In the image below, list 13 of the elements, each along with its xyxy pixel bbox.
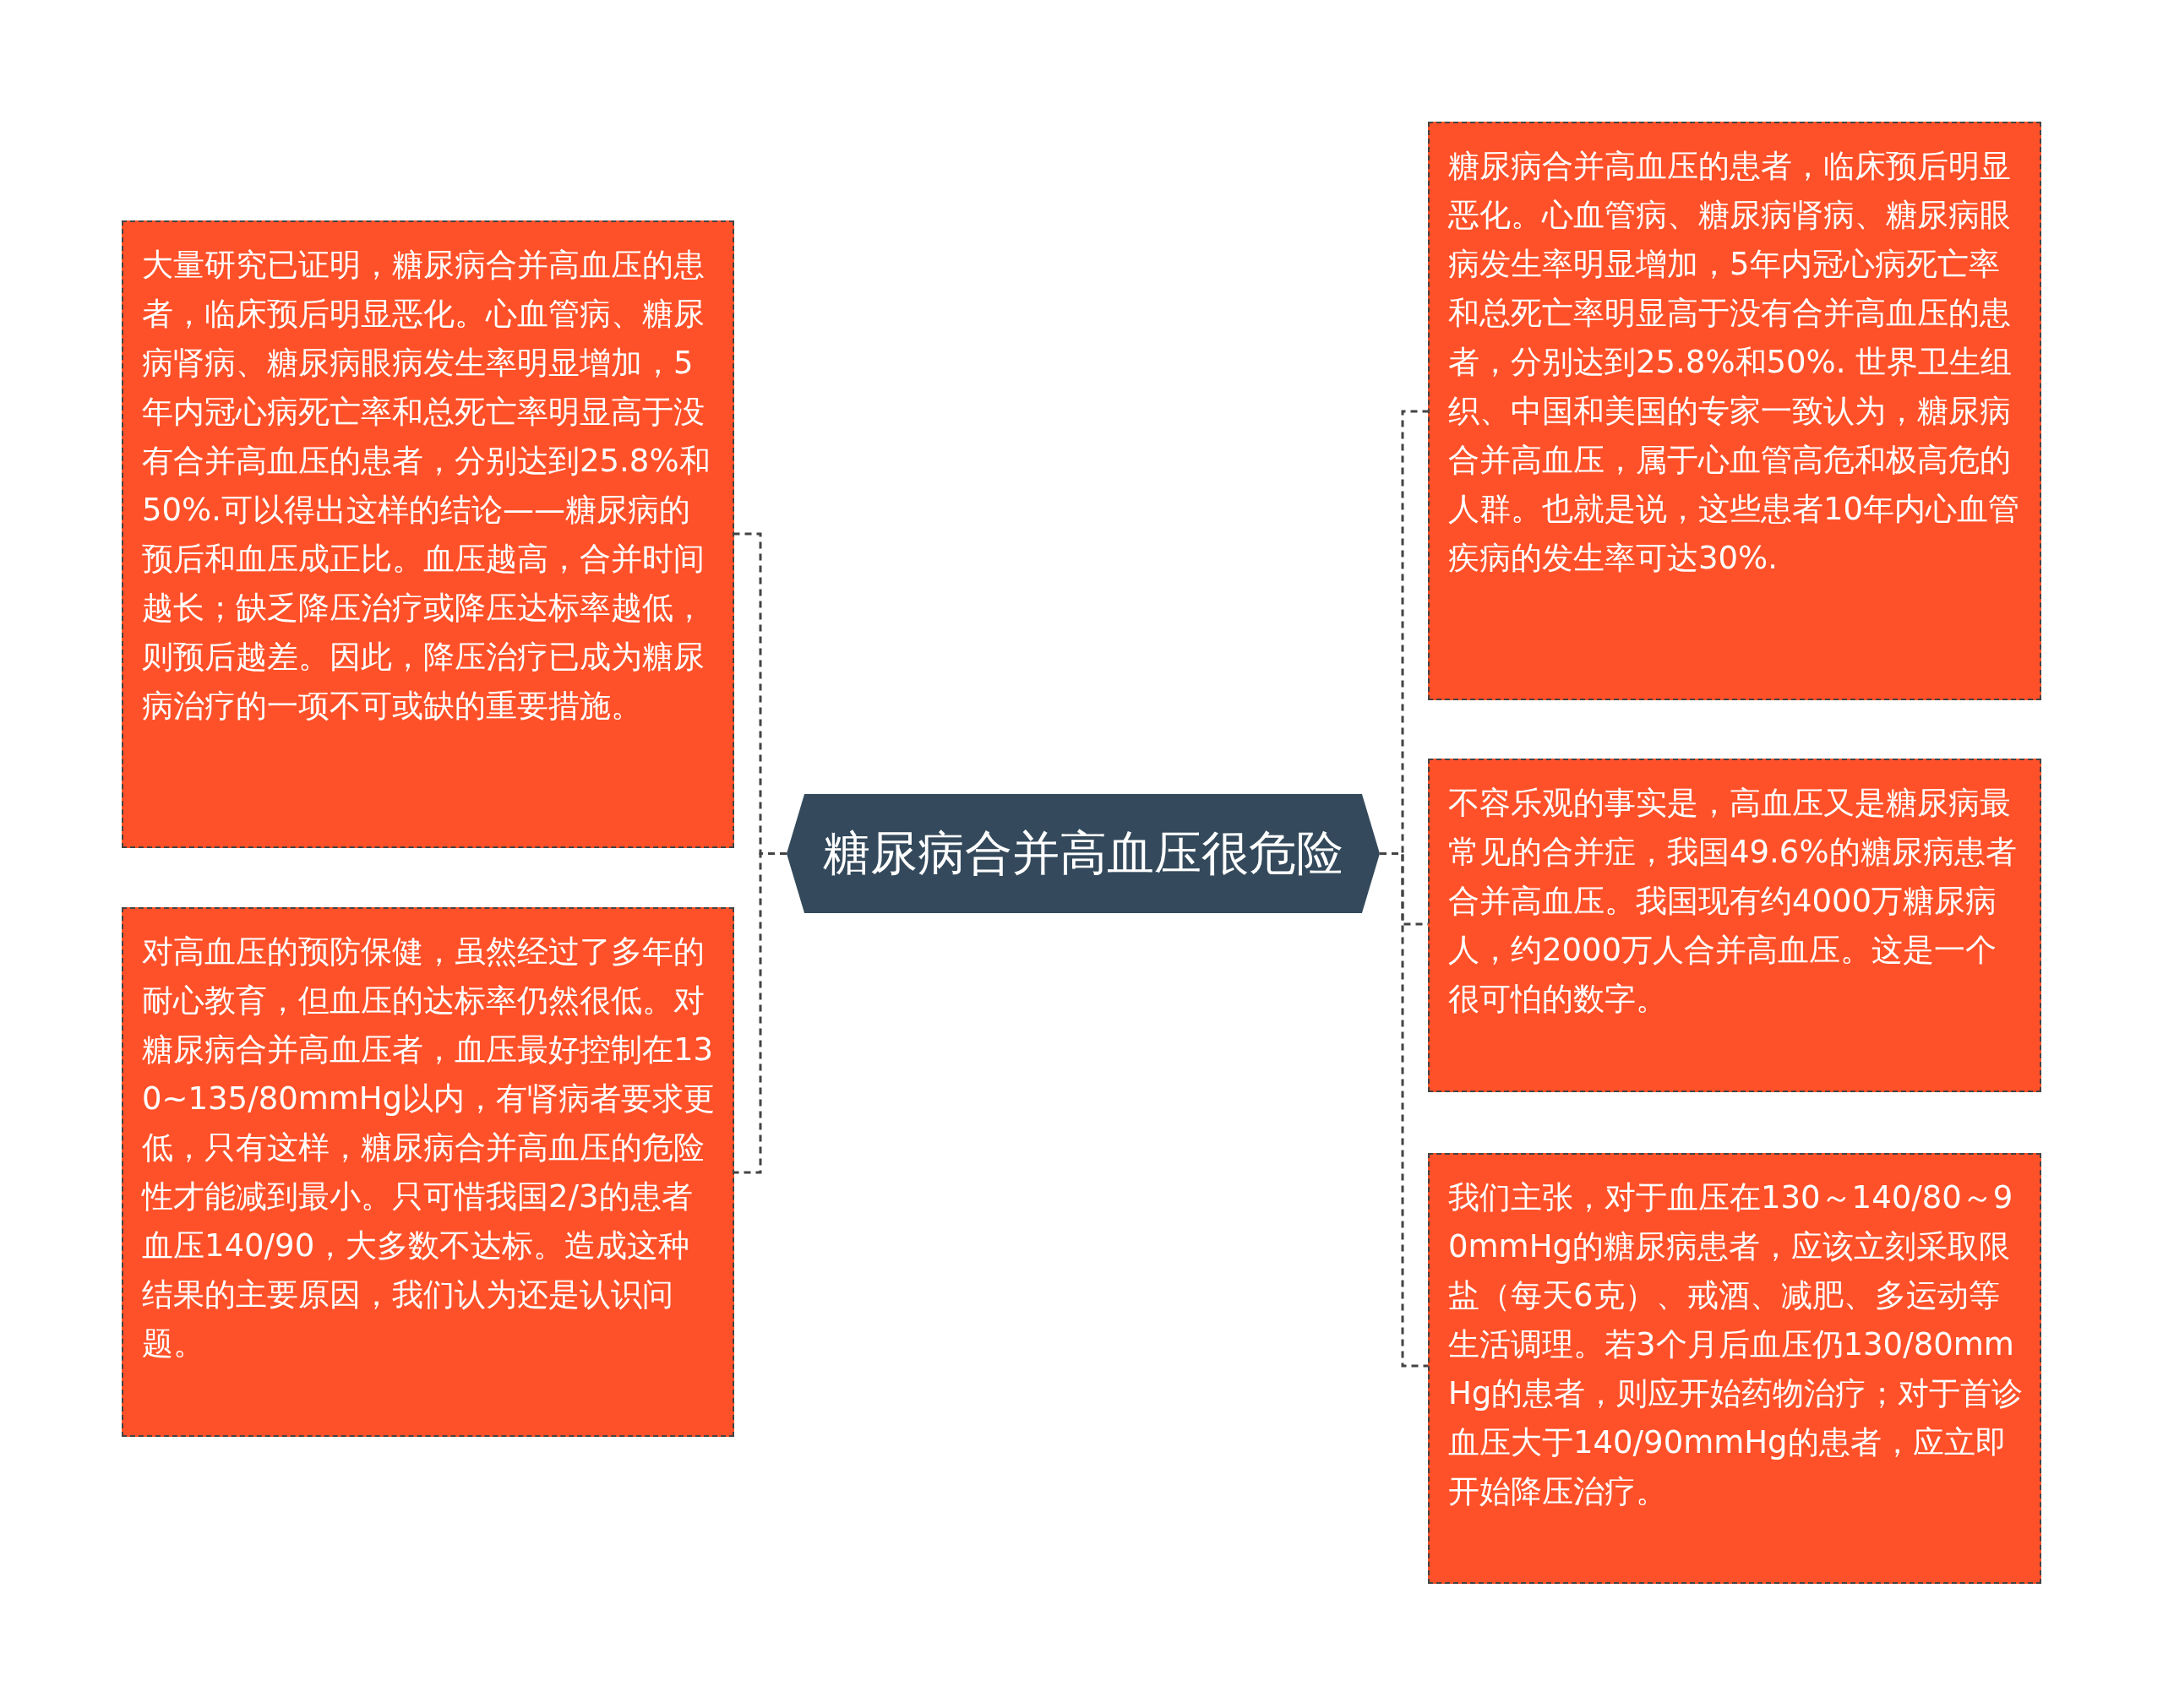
- text-box: [1428, 1153, 2041, 1584]
- box-text: 糖尿病合并高血压很危险: [823, 824, 1343, 882]
- box-text: 糖尿病合并高血压的患者，临床预后明显恶化。心血管病、糖尿病肾病、糖尿病眼病发生率明显增加，5年内冠心病死亡率和总死亡率明显高于没有合并高血压的患者，分别达到25.8%和50%. 世界卫生组织、中国和美国的专家一致认为，糖尿病合并高血压，属于心血管高危和极高危的人群。也就是说，这些患者10年内心血管疾病的发生率可达30%.: [1448, 147, 2021, 578]
- text-box: [122, 907, 734, 1437]
- box-text: 不容乐观的事实是，高血压又是糖尿病最常见的合并症，我国49.6%的糖尿病患者合并高血压。我国现有约4000万糖尿病人，约2000万人合并高血压。这是一个很可怕的数字。: [1448, 784, 2018, 1019]
- connector-line: [734, 852, 787, 1174]
- topic-box: [787, 794, 1380, 913]
- text-box: [122, 220, 734, 848]
- box-text: 我们主张，对于血压在130～140/80～90mmHg的糖尿病患者，应该立刻采取限盐（每天6克）、戒酒、减肥、多运动等生活调理。若3个月后血压仍130/80mmHg的患者，则应开始药物治疗；对于首诊血压大于140/90mmHg的患者，应立即开始降压治疗。: [1448, 1178, 2024, 1511]
- text-box: [1428, 122, 2041, 700]
- box-text: 对高血压的预防保健，虽然经过了多年的耐心教育，但血压的达标率仍然很低。对糖尿病合并高血压者，血压最好控制在130~135/80mmHg以内，有肾病者要求更低，只有这样，糖尿病合并高血压的危险性才能减到最小。只可惜我国2/3的患者血压140/90，大多数不达标。造成这种结果的主要原因，我们认为还是认识问题。: [142, 933, 716, 1363]
- box-text: 大量研究已证明，糖尿病合并高血压的患者，临床预后明显恶化。心血管病、糖尿病肾病、糖尿病眼病发生率明显增加，5年内冠心病死亡率和总死亡率明显高于没有合并高血压的患者，分别达到25.8%和50%.可以得出这样的结论——糖尿病的预后和血压成正比。血压越高，合并时间越长；缺乏降压治疗或降压达标率越低，则预后越差。因此，降压治疗已成为糖尿病治疗的一项不可或缺的重要措施。: [142, 246, 711, 726]
- text-box: [1428, 759, 2041, 1092]
